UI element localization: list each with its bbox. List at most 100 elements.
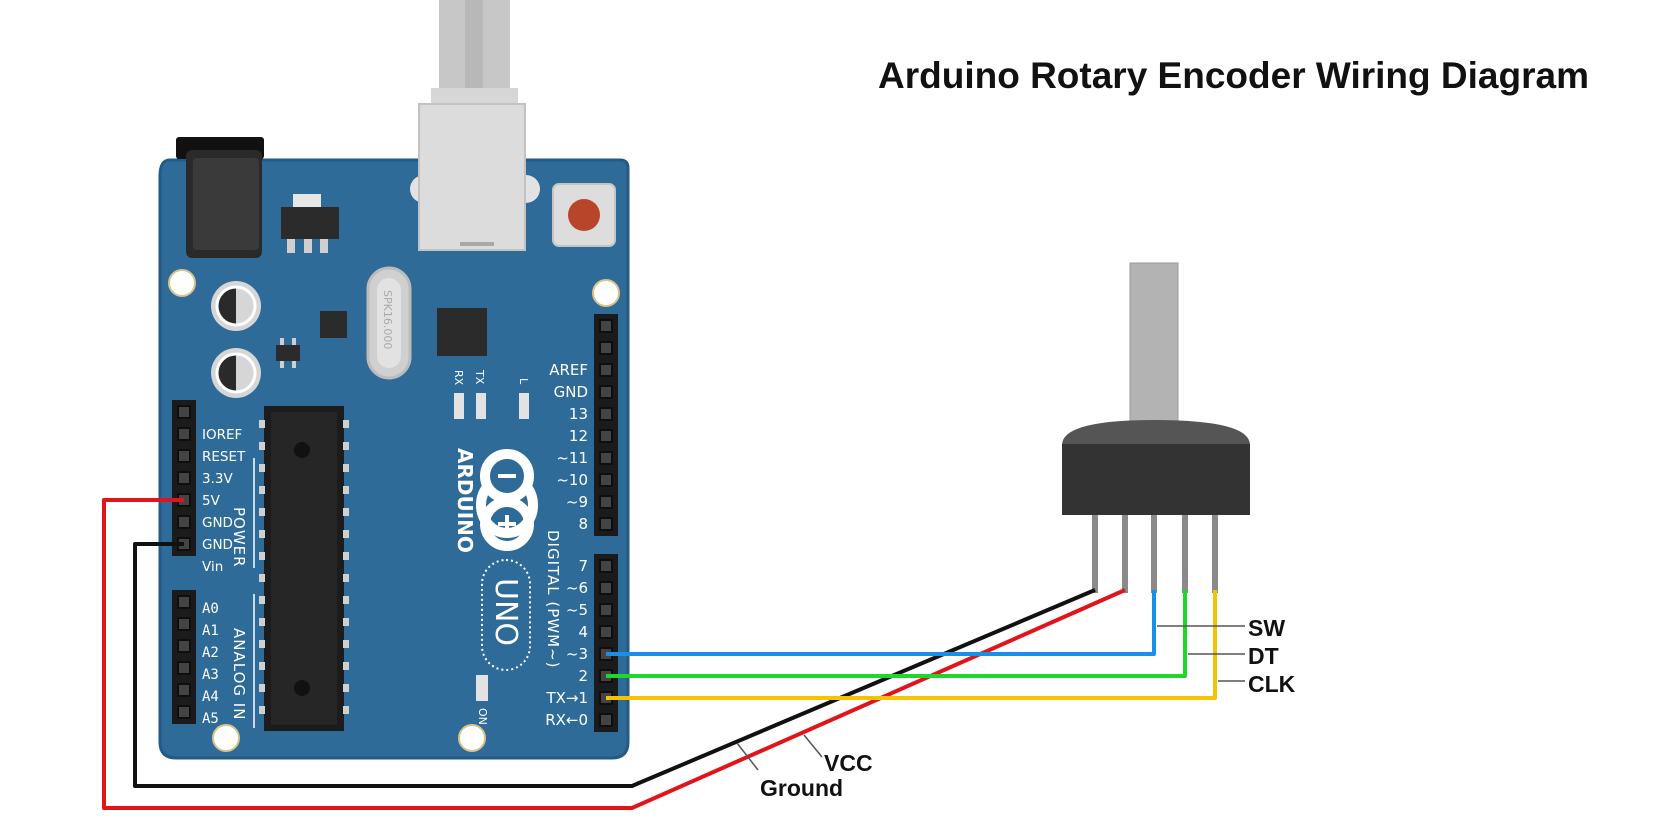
header-socket <box>599 713 613 727</box>
header-socket <box>599 385 613 399</box>
uno-badge: UNO <box>481 559 531 671</box>
digital-section-label: DIGITAL (PWM~) <box>544 530 562 669</box>
header-socket <box>599 581 613 595</box>
header-socket <box>599 341 613 355</box>
encoder-body <box>1062 444 1250 515</box>
header-socket <box>177 639 191 653</box>
header-socket <box>177 705 191 719</box>
header-socket <box>177 471 191 485</box>
arduino-logo <box>476 448 538 551</box>
header-socket <box>177 595 191 609</box>
encoder-pin <box>1212 515 1218 593</box>
encoder-pin <box>1122 515 1128 593</box>
capacitor <box>211 348 261 398</box>
pin-label: ~3 <box>566 645 588 663</box>
pin-label: ~9 <box>566 493 588 511</box>
wire-5v-vcc <box>102 498 1126 810</box>
wire-pin3-sw <box>606 590 1156 656</box>
pin-label: AREF <box>549 361 588 379</box>
pin-label: TX→1 <box>545 689 588 707</box>
wires <box>102 498 1217 810</box>
power-header <box>172 400 196 556</box>
rx-led-label: RX <box>452 370 465 386</box>
analog-section-label: ANALOG IN <box>230 628 248 720</box>
header-socket <box>177 515 191 529</box>
wire-pin2-dt <box>606 590 1187 678</box>
pin-label: IOREF <box>202 427 242 443</box>
header-socket <box>599 363 613 377</box>
pin-label: ~10 <box>556 471 588 489</box>
pin-label: A2 <box>202 645 219 661</box>
sw-pin-label: SW <box>1248 615 1285 641</box>
wire-gnd-ground <box>133 542 1096 788</box>
pin-label: ~5 <box>566 601 588 619</box>
capacitor <box>211 281 261 331</box>
pin-label: 4 <box>578 623 588 641</box>
mount-hole <box>212 724 240 752</box>
pin-label: GND <box>554 383 588 401</box>
on-led <box>476 675 488 701</box>
digital-header-lower <box>594 554 618 732</box>
pin-label: 3.3V <box>202 471 233 487</box>
header-socket <box>599 603 613 617</box>
rx-led <box>454 393 464 419</box>
pin-label: GND <box>202 537 233 553</box>
tx-led <box>476 393 486 419</box>
encoder-shaft <box>1129 262 1179 435</box>
usb-b-socket <box>410 103 540 251</box>
transistor <box>276 338 300 368</box>
atmega-microcontroller <box>259 406 349 731</box>
header-socket <box>599 473 613 487</box>
vcc-pin-label: VCC <box>824 750 873 776</box>
encoder-pin <box>1151 515 1157 593</box>
clk-pin-label: CLK <box>1248 671 1296 697</box>
header-socket <box>599 451 613 465</box>
pin-label: A3 <box>202 667 219 683</box>
header-socket <box>177 683 191 697</box>
pin-label: 12 <box>569 427 588 445</box>
pin-label: 13 <box>569 405 588 423</box>
digital-header-upper <box>594 314 618 536</box>
pin-label: A5 <box>202 711 219 727</box>
dc-power-jack <box>176 137 264 258</box>
board-model: UNO <box>488 578 523 646</box>
l-led <box>519 393 529 419</box>
pin-label: 5V <box>202 493 221 509</box>
pin-label: RX←0 <box>545 711 588 729</box>
header-socket <box>177 617 191 631</box>
pin-label: GND <box>202 515 233 531</box>
wire-pin1-clk <box>606 590 1217 700</box>
crystal-label: SPK16.000 <box>381 290 394 349</box>
diagram-title: Arduino Rotary Encoder Wiring Diagram <box>878 55 1589 96</box>
pin-label: Vin <box>202 559 223 575</box>
pin-label: 8 <box>578 515 588 533</box>
pin-label: A4 <box>202 689 219 705</box>
reset-button <box>552 183 616 247</box>
analog-header <box>172 590 196 724</box>
header-socket <box>599 559 613 573</box>
header-socket <box>177 427 191 441</box>
mount-hole <box>168 269 196 297</box>
l-led-label: L <box>517 378 530 385</box>
mount-hole <box>592 279 620 307</box>
dt-pin-label: DT <box>1248 643 1279 669</box>
header-socket <box>177 661 191 675</box>
voltage-regulator <box>281 194 339 253</box>
header-socket <box>599 319 613 333</box>
crystal-oscillator: SPK16.000 <box>366 266 412 380</box>
header-socket <box>599 429 613 443</box>
ground-pin-label: Ground <box>760 775 843 801</box>
pin-label: 7 <box>578 557 588 575</box>
encoder-pin <box>1092 515 1098 593</box>
header-socket <box>599 495 613 509</box>
rotary-encoder <box>1062 262 1250 593</box>
pin-label: A1 <box>202 623 219 639</box>
header-socket <box>599 625 613 639</box>
header-socket <box>599 407 613 421</box>
header-socket <box>177 449 191 463</box>
encoder-pin <box>1182 515 1188 593</box>
board-brand: ARDUINO <box>453 448 477 553</box>
pin-label: A0 <box>202 601 219 617</box>
on-led-label: ON <box>476 708 489 725</box>
